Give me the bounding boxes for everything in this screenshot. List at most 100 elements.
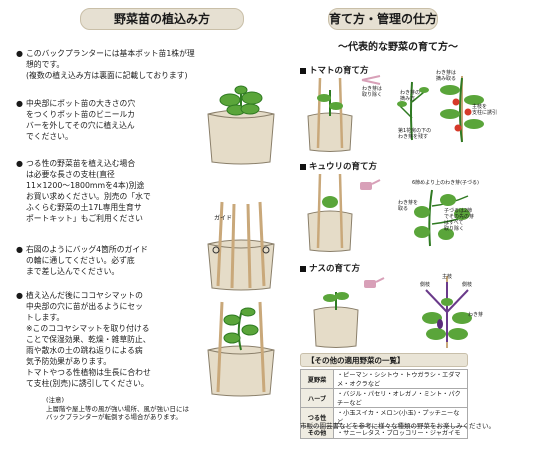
step-2: ● 中央部にポット苗の大きさの穴 をつくりポット苗のビニールカ バーを外してその… [16, 98, 144, 142]
other-vegetables-title: 【その他の適用野菜の一覧】 [300, 353, 468, 367]
watering-can-icon [364, 277, 385, 288]
tomato-sucker-diagram [397, 81, 429, 141]
bag-plant-illustration [207, 85, 275, 165]
bag-coir-mat-illustration [207, 301, 275, 397]
step-line: 雨や散水の土の跳ね返りによる病 [26, 346, 143, 355]
square-bullet-icon [300, 163, 306, 170]
step-line: 中央部の穴に苗が出るようにセッ [26, 302, 143, 311]
step-4: ● 右図のようにバッグ4箇所のガイド の輪に通してください。必ず底 まで差し込ん… [16, 244, 156, 277]
tomato-label: わき芽は [362, 86, 383, 92]
cucumber-heading: キュウリの育て方 [300, 160, 377, 172]
step-line: このバックプランターには基本ポット苗1株が理 [26, 49, 195, 58]
cucumber-label: 取る [398, 206, 409, 212]
step-line: 想的です。 [26, 60, 65, 69]
step-line: 気予防効果があります。 [26, 357, 111, 366]
tomato-label: 摘み取る [436, 76, 457, 82]
step-bullet: ● [16, 99, 23, 108]
right-note: 市販の園芸書などを参考に様々な種類の野菜をお楽しみください。 [300, 422, 495, 430]
tomato-bag-illustration [307, 77, 353, 152]
tomato-label-group: わき芽は 取り除く [362, 86, 382, 98]
step-line: 右図のようにバッグ4箇所のガイド [26, 245, 148, 254]
tomato-label: わき芽の [400, 90, 421, 96]
tomato-label: 摘み方 [400, 96, 416, 102]
eggplant-label: 側枝 [420, 282, 431, 288]
step-line: 植え込んだ後にココヤシマットの [26, 291, 143, 300]
eggplant-label: 側枝 [462, 282, 473, 288]
cucumber-label-group: 子づるは2節 でその先の芽 はすべて 取り除く [444, 208, 474, 232]
step-line: つる性の野菜苗を植え込む場合 [26, 159, 136, 168]
step-line: ポートキット」もご利用ください [26, 214, 143, 223]
tomato-label-group: わき芽の 摘み方 [400, 90, 420, 102]
step-line: (複数の植え込み方は裏面に記載しております) [26, 71, 188, 80]
step-line: をつくりポット苗のビニールカ [26, 110, 135, 119]
table-cell-category: つる性 [300, 407, 334, 427]
step-line: 11×1200〜1800mmを4本)別途 [26, 181, 145, 190]
tomato-label: 第1花房の下の [398, 128, 432, 134]
bag-stakes-illustration [207, 201, 275, 291]
table-cell-category: 夏野菜 [300, 369, 334, 389]
step-line: ※このココヤシマットを取り付ける [26, 324, 150, 333]
step-5: ● 植え込んだ後にココヤシマットの 中央部の穴に苗が出るようにセッ トします。 … [16, 290, 156, 389]
step-line: て支柱(別売)に誘引してください。 [26, 379, 149, 388]
step-line: バーを外してその穴に植え込ん [26, 121, 135, 130]
tomato-label-group: わき芽は 摘み取る [436, 70, 456, 82]
caution-note: (注意) 上層階や屋上等の風が強い場所、風が強い日には バックプランターが転倒す… [46, 396, 216, 422]
caution-heading: (注意) [46, 396, 65, 404]
step-line: の輪に通してください。必ず底 [26, 256, 135, 265]
scissors-icon [361, 75, 381, 85]
step-line: お買い求めください。別売の「水で [26, 192, 151, 201]
step-line: トします。 [26, 313, 65, 322]
cucumber-label: はすべて [444, 220, 464, 226]
caution-line: 上層階や屋上等の風が強い場所、風が強い日には [46, 404, 189, 413]
step-bullet: ● [16, 159, 23, 168]
eggplant-heading-text: ナスの育て方 [309, 264, 361, 274]
cucumber-label: 6節めより上のわき芽(子づる) [412, 180, 479, 186]
eggplant-heading: ナスの育て方 [300, 262, 360, 274]
step-line: ふくらむ野菜の土17L専用生育サ [26, 203, 142, 212]
right-title: 育て方・管理の仕方 [328, 8, 438, 30]
table-row: 夏野菜・ピーマン・シシトウ・トウガラシ・エダマメ・オクラなど [300, 369, 468, 389]
tomato-label-group: 主枝を 支柱に誘引 [472, 104, 497, 116]
table-cell-category: その他 [300, 426, 334, 439]
right-subtitle: 〜代表的な野菜の育て方〜 [338, 42, 458, 53]
step-line: 中央部にポット苗の大きさの穴 [26, 99, 136, 108]
tomato-heading: トマトの育て方 [300, 64, 369, 76]
table-cell-items: ・サニーレタス・ブロッコリー・ジャガイモ [333, 426, 468, 439]
cucumber-label: わき芽を [398, 200, 419, 206]
watering-can-icon [360, 179, 381, 190]
cucumber-vine-diagram [414, 189, 470, 247]
step-line: ことで保湿効果、乾燥・雑草防止、 [26, 335, 151, 344]
cucumber-label-group: わき芽を 取る [398, 200, 418, 212]
step-bullet: ● [16, 291, 23, 300]
tomato-grown-plant [440, 76, 484, 143]
step-bullet: ● [16, 49, 23, 58]
cucumber-label: 子づるは2節 [444, 208, 473, 214]
step-line: トマトやつる性植物は生長に合わせ [26, 368, 151, 377]
tomato-label: わき芽を残す [398, 134, 429, 140]
eggplant-label: わき芽 [468, 312, 484, 318]
square-bullet-icon [300, 265, 306, 272]
table-cell-items: ・バジル・パセリ・オレガノ・ミント・パクチーなど [333, 388, 468, 408]
step-3: ● つる性の野菜苗を植え込む場合 は必要な長さの支柱(直径 11×1200〜18… [16, 158, 156, 224]
step-line: は必要な長さの支柱(直径 [26, 170, 115, 179]
cucumber-heading-text: キュウリの育て方 [309, 162, 378, 172]
table-cell-items: ・ピーマン・シシトウ・トウガラシ・エダマメ・オクラなど [333, 369, 468, 389]
step-1: ● このバックプランターには基本ポット苗1株が理 想的です。 (複数の植え込み方… [16, 48, 204, 81]
table-cell-category: ハーブ [300, 388, 334, 408]
left-title: 野菜苗の植込み方 [80, 8, 244, 30]
tomato-label: 取り除く [362, 92, 383, 98]
other-vegetables-table: 夏野菜・ピーマン・シシトウ・トウガラシ・エダマメ・オクラなど ハーブ・バジル・パ… [300, 369, 468, 439]
step-line: まで差し込んでください。 [26, 267, 120, 276]
guide-label: ガイド [214, 215, 233, 222]
cucumber-label: 取り除く [444, 226, 465, 232]
table-row: ハーブ・バジル・パセリ・オレガノ・ミント・パクチーなど [300, 388, 468, 408]
cucumber-bag-illustration [307, 173, 353, 252]
eggplant-label: 主枝 [442, 274, 453, 280]
eggplant-bag-illustration [313, 292, 359, 348]
step-bullet: ● [16, 245, 23, 254]
square-bullet-icon [300, 67, 306, 74]
tomato-label: 主枝を [472, 104, 488, 110]
caution-line: バックプランターが転倒する場合があります。 [46, 413, 182, 421]
cucumber-label: でその先の芽 [444, 214, 475, 220]
